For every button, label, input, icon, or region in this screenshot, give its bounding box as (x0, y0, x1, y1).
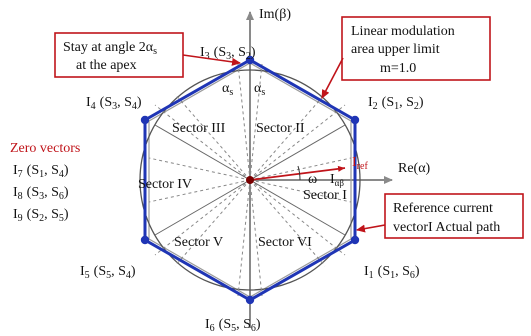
alpha-s-left: αs (222, 81, 233, 98)
vector-label-i1: I1(S1, S6) (364, 264, 420, 281)
vector-label-i3: I3(S3, S2) (200, 45, 256, 62)
omega-label: ω (308, 172, 317, 187)
svg-text:I5(S5, S4): I5(S5, S4) (80, 264, 136, 281)
svg-text:at the apex: at the apex (76, 58, 137, 73)
svg-text:m=1.0: m=1.0 (380, 61, 416, 76)
zero-vector-i9: I9(S2, S5) (13, 207, 69, 224)
alpha-s-right: αs (254, 81, 265, 98)
vector-label-i5: I5(S5, S4) (80, 264, 136, 281)
sector-label-2: Sector II (256, 121, 305, 136)
svg-text:I2(S1, S2): I2(S1, S2) (368, 95, 424, 112)
i-ref-label: Iref (352, 155, 368, 172)
zero-vector-i7: I7(S1, S4) (13, 163, 69, 180)
sector-label-3: Sector III (172, 121, 226, 136)
sector-label-4: Sector IV (138, 177, 192, 192)
vector-label-i6: I6(S5, S6) (205, 317, 261, 334)
svg-text:Reference current: Reference current (393, 201, 493, 216)
svg-text:Stay at angle 2αs: Stay at angle 2αs (63, 40, 157, 57)
svg-text:I1(S1, S6): I1(S1, S6) (364, 264, 420, 281)
callout-reference-current: Reference current vectorI Actual path (356, 193, 524, 239)
i-alpha-beta-label: Iαβ (330, 172, 344, 188)
rotation-arc (297, 165, 301, 181)
sector-label-5: Sector V (174, 235, 223, 250)
svg-text:vectorI Actual path: vectorI Actual path (393, 220, 500, 235)
vector-label-i2: I2(S1, S2) (368, 95, 424, 112)
sector-label-1: Sector I (303, 188, 347, 203)
vector-tip-dots (140, 55, 360, 305)
zero-vectors-title: Zero vectors (10, 141, 80, 156)
callout-apex: Stay at angle 2αs at the apex (54, 32, 241, 78)
svg-text:I6(S5, S6): I6(S5, S6) (205, 317, 261, 334)
zero-vectors-legend: Zero vectors I7(S1, S4) I8(S3, S6) I9(S2… (10, 141, 80, 224)
sector-boundaries (154, 124, 346, 236)
zero-vector-i8: I8(S3, S6) (13, 185, 69, 202)
re-axis-label: Re(α) (398, 161, 431, 176)
origin-dot (246, 176, 254, 184)
svg-text:I4(S3, S4): I4(S3, S4) (86, 95, 142, 112)
sector-dashed-lines (148, 63, 352, 297)
vector-label-i4: I4(S3, S4) (86, 95, 142, 112)
svg-text:Linear modulation: Linear modulation (351, 24, 455, 39)
reference-vector (249, 165, 346, 181)
im-axis-label: Im(β) (259, 7, 291, 22)
svg-text:area upper limit: area upper limit (351, 42, 440, 57)
reference-circle (139, 69, 361, 291)
svg-text:I3(S3, S2): I3(S3, S2) (200, 45, 256, 62)
sector-label-6: Sector VI (258, 235, 312, 250)
callout-linear-modulation: Linear modulation area upper limit m=1.0 (321, 16, 491, 99)
